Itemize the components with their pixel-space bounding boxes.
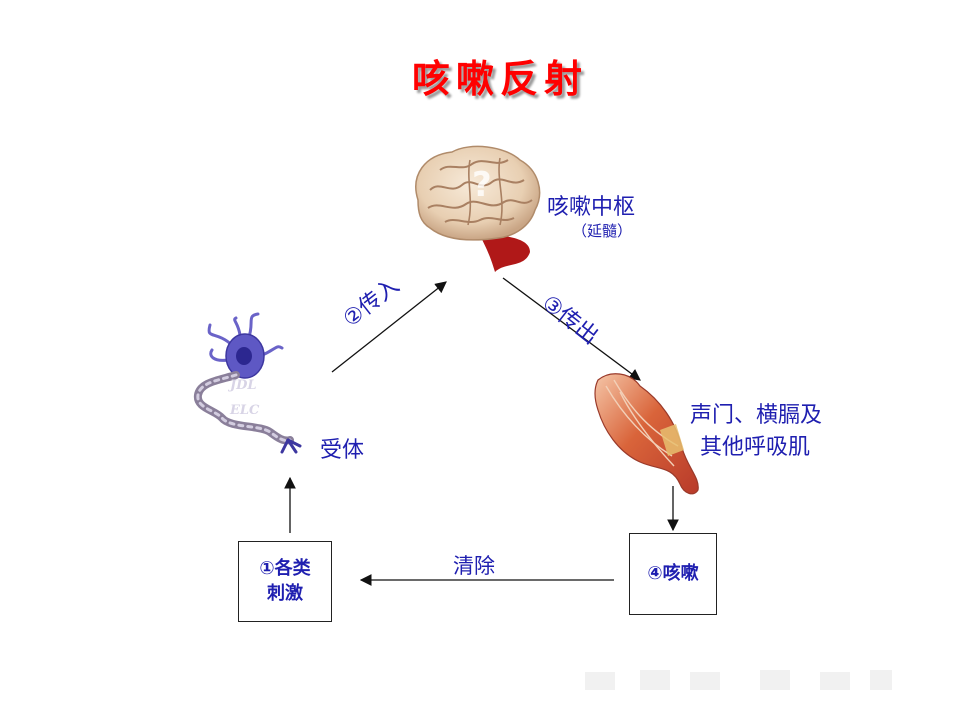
afferent-arrow — [331, 281, 447, 373]
stimulus-box: ①各类 刺激 — [238, 541, 332, 622]
page-title: 咳嗽反射 — [411, 57, 588, 101]
cough-box: ④咳嗽 — [629, 533, 717, 615]
effector-line-2: 其他呼吸肌 — [700, 434, 811, 460]
faint-watermark — [585, 670, 892, 690]
neuron-faint-line-2: ELC — [230, 402, 260, 418]
cough-label: ④咳嗽 — [647, 562, 699, 584]
effector-line-1: 声门、横膈及 — [690, 403, 823, 428]
svg-text:?: ? — [472, 165, 492, 205]
cough-center-sub-label: （延髓） — [572, 222, 633, 240]
stimulus-line-1: ①各类 — [259, 558, 311, 580]
efferent-arrow — [502, 277, 641, 381]
cough-center-label: 咳嗽中枢 — [547, 195, 636, 220]
clear-label: 清除 — [453, 554, 495, 578]
stimulus-line-2: 刺激 — [267, 582, 303, 604]
muscle-illustration — [594, 373, 699, 495]
receptor-label: 受体 — [320, 438, 365, 463]
brain-illustration: ? — [415, 145, 541, 272]
neuron-illustration — [193, 312, 302, 454]
neuron-faint-line-1: JDL — [230, 378, 257, 393]
effector-label: 声门、横膈及 其他呼吸肌 — [690, 400, 822, 464]
neuron-faint-text: JDL ELC — [230, 374, 259, 423]
